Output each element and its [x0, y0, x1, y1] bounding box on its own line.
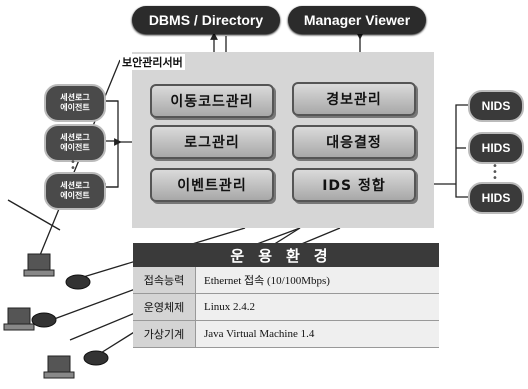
env-key: 접속능력 — [133, 267, 196, 293]
dbms-directory-node: DBMS / Directory — [132, 6, 280, 34]
environment-title: 운용환경 — [133, 243, 439, 267]
env-row-connectivity: 접속능력 Ethernet 접속 (10/100Mbps) — [133, 267, 439, 294]
env-value: Ethernet 접속 (10/100Mbps) — [196, 267, 439, 293]
module-event: 이벤트관리 — [150, 168, 274, 202]
security-server-label: 보안관리서버 — [120, 54, 185, 70]
session-log-agent-3: 세션로그 에이전트 — [44, 172, 106, 210]
ids-ellipsis: ••• — [492, 161, 498, 184]
operating-environment-table: 운용환경 접속능력 Ethernet 접속 (10/100Mbps) 운영체제 … — [133, 243, 439, 351]
agent-label-line1: 세션로그 — [60, 181, 90, 190]
module-mobile-code: 이동코드관리 — [150, 84, 274, 118]
nids-node: NIDS — [468, 90, 524, 122]
session-log-agent-1: 세션로그 에이전트 — [44, 84, 106, 122]
agent-label-line2: 에이전트 — [60, 191, 90, 200]
env-key: 운영체제 — [133, 294, 196, 320]
module-alert: 경보관리 — [292, 82, 416, 116]
module-ids-integration: IDS 정합 — [292, 168, 416, 202]
env-value: Java Virtual Machine 1.4 — [196, 321, 439, 347]
env-row-os: 운영체제 Linux 2.4.2 — [133, 294, 439, 321]
env-row-vm: 가상기계 Java Virtual Machine 1.4 — [133, 321, 439, 348]
module-log: 로그관리 — [150, 125, 274, 159]
agent-label-line2: 에이전트 — [60, 103, 90, 112]
agent-label-line1: 세션로그 — [60, 133, 90, 142]
network-devices — [3, 253, 109, 379]
module-response: 대응결정 — [292, 125, 416, 159]
manager-viewer-node: Manager Viewer — [288, 6, 426, 34]
session-log-agent-2: 세션로그 에이전트 — [44, 124, 106, 162]
agent-label-line1: 세션로그 — [60, 93, 90, 102]
env-key: 가상기계 — [133, 321, 196, 347]
env-value: Linux 2.4.2 — [196, 294, 439, 320]
hids-node-1: HIDS — [468, 132, 524, 164]
agent-label-line2: 에이전트 — [60, 143, 90, 152]
hids-node-2: HIDS — [468, 182, 524, 214]
